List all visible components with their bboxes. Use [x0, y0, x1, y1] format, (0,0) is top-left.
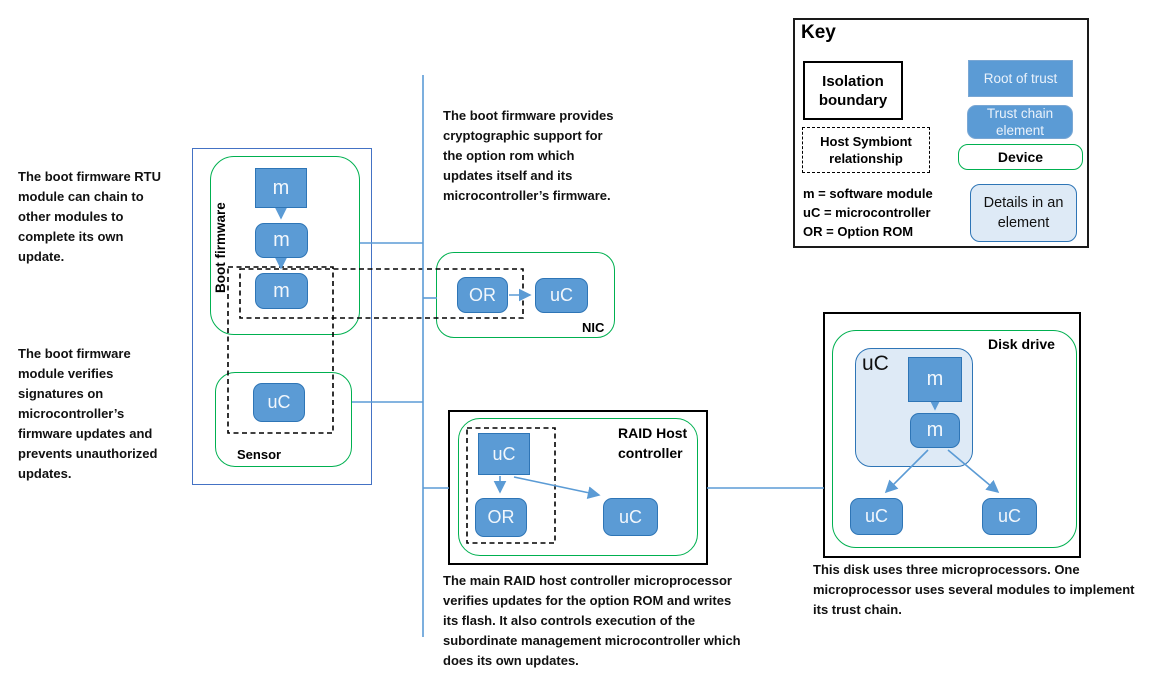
- key-details-in-element: Details in an element: [970, 184, 1077, 242]
- sensor-uc-module: uC: [253, 383, 305, 422]
- disk-label: Disk drive: [988, 336, 1055, 352]
- key-abbreviations: m = software module uC = microcontroller…: [803, 186, 933, 239]
- sensor-label: Sensor: [237, 447, 282, 462]
- key-root-of-trust: Root of trust: [968, 60, 1073, 97]
- disk-uc-detail-label: uC: [862, 352, 889, 375]
- key-device-label: Device: [997, 149, 1044, 165]
- boot-chain-module-3: m: [255, 273, 308, 309]
- boot-chain-module-2: m: [255, 223, 308, 258]
- key-trust-chain-element-label: Trust chain element: [986, 106, 1054, 138]
- key-isolation-boundary-label: Isolation boundary: [818, 72, 888, 109]
- raid-device: [458, 418, 698, 556]
- key-host-symbiont-label: Host Symbiont relationship: [820, 134, 912, 166]
- disk-uc-left-module: uC: [850, 498, 903, 535]
- boot-root-module: m: [255, 168, 307, 208]
- note-boot-verifies: The boot firmware module verifies signat…: [18, 346, 158, 481]
- key-title: Key: [801, 22, 836, 43]
- note-disk: This disk uses three microprocessors. On…: [813, 562, 1135, 617]
- note-boot-crypto: The boot firmware provides cryptographic…: [443, 108, 614, 203]
- key-host-symbiont: Host Symbiont relationship: [802, 127, 930, 173]
- key-details-in-element-label: Details in an element: [983, 195, 1064, 231]
- boot-firmware-label: Boot firmware: [213, 202, 228, 293]
- key-trust-chain-element: Trust chain element: [967, 105, 1073, 139]
- raid-label: RAID Host controller: [618, 425, 688, 461]
- raid-or-module: OR: [475, 498, 527, 537]
- key-isolation-boundary: Isolation boundary: [803, 61, 903, 120]
- disk-chain-module: m: [910, 413, 960, 448]
- disk-root-module: m: [908, 357, 962, 402]
- key-root-of-trust-label: Root of trust: [983, 71, 1058, 86]
- note-boot-rtu: The boot firmware RTU module can chain t…: [18, 169, 162, 264]
- raid-uc-main-module: uC: [478, 433, 530, 475]
- note-raid: The main RAID host controller microproce…: [443, 573, 741, 668]
- nic-uc-module: uC: [535, 278, 588, 313]
- raid-uc-sub-module: uC: [603, 498, 658, 536]
- nic-or-module: OR: [457, 277, 508, 313]
- disk-isolation-boundary: [823, 312, 1081, 558]
- nic-label: NIC: [582, 320, 605, 335]
- key-device: Device: [958, 144, 1083, 170]
- disk-uc-right-module: uC: [982, 498, 1037, 535]
- disk-device: [832, 330, 1077, 548]
